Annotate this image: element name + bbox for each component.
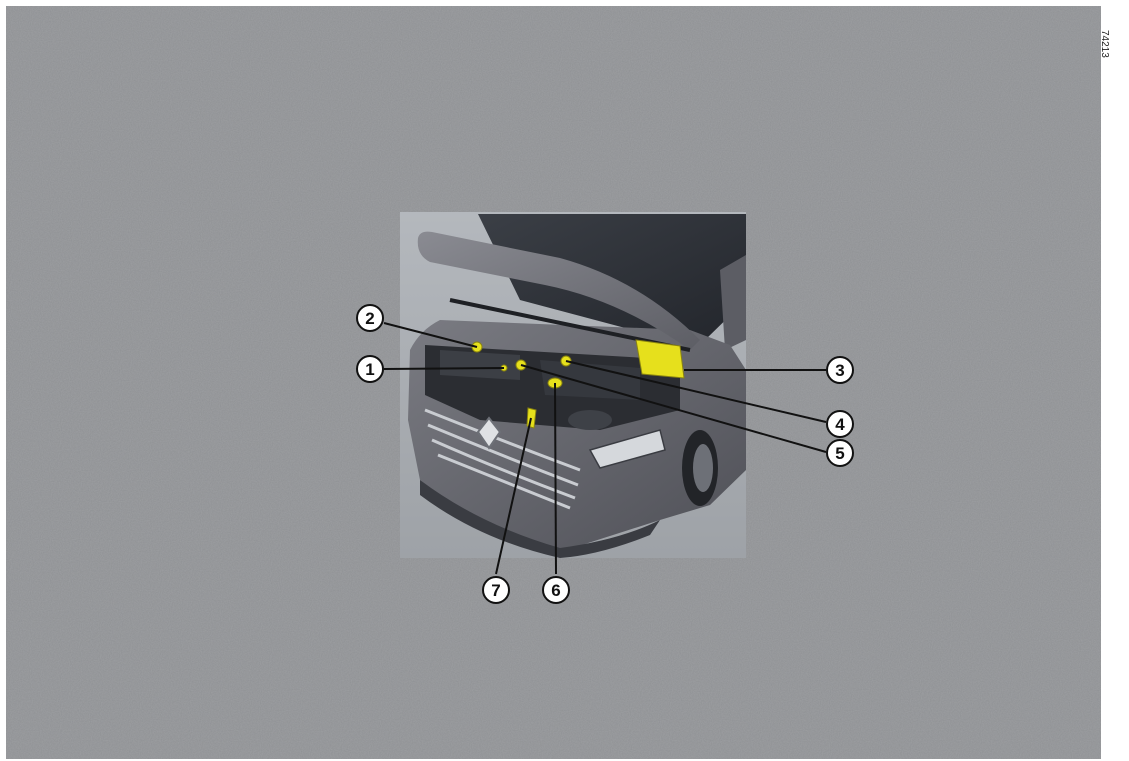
highlighted-components [471,339,685,429]
open-hood [417,231,700,350]
callout-5-label: 5 [835,444,844,463]
component-7-highlight [526,407,537,429]
callout-1: 1 [356,355,384,383]
battery-highlight [635,339,685,379]
callout-6-label: 6 [551,581,560,600]
callout-2-label: 2 [365,309,374,328]
figure-reference-code: 74213 [1099,30,1110,58]
callout-1-label: 1 [365,360,374,379]
headlight [588,429,666,469]
callout-4: 4 [826,410,854,438]
a-pillar [720,255,746,350]
callout-5: 5 [826,439,854,467]
callout-markers: 2 1 3 4 5 6 7 [356,304,854,604]
callout-4-label: 4 [835,415,845,434]
callout-6: 6 [542,576,570,604]
callout-3: 3 [826,356,854,384]
brand-badge [476,416,502,450]
callout-7-label: 7 [491,581,500,600]
leader-lines [383,322,827,575]
callout-7: 7 [482,576,510,604]
callout-2: 2 [356,304,384,332]
callout-3-label: 3 [835,361,844,380]
windshield [478,214,746,340]
